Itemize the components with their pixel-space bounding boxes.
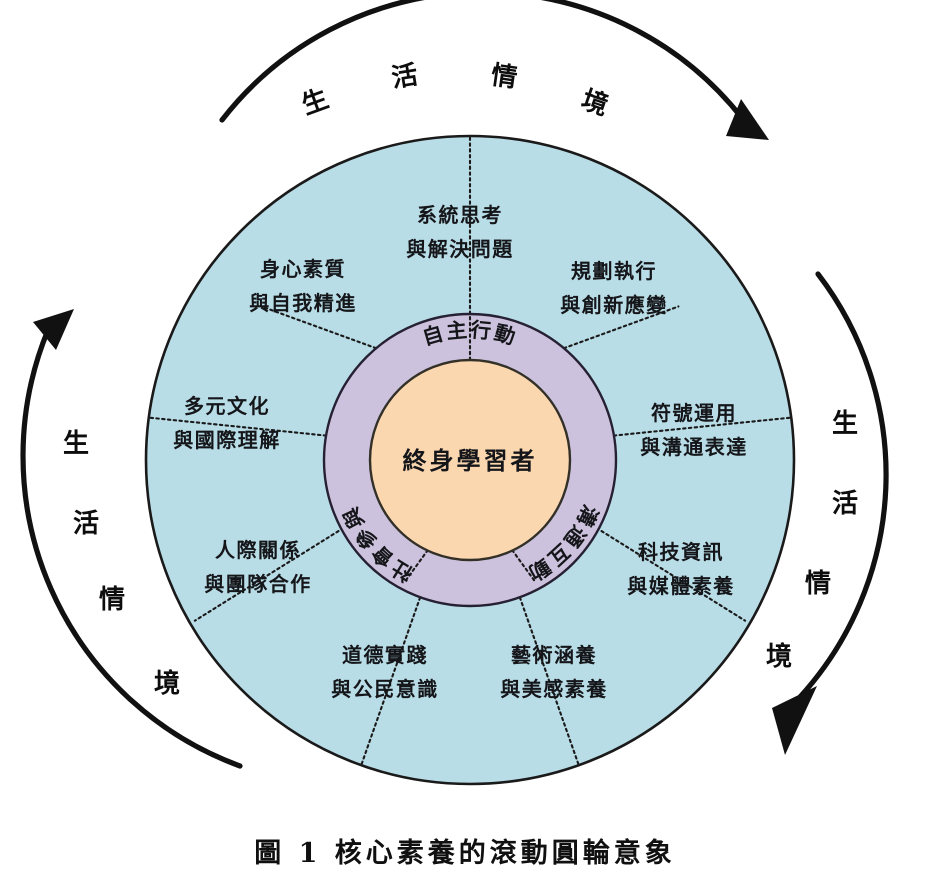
left-arc-char-2: 活 [73,509,99,539]
segment-label-planning-execution-line2: 與創新應變 [560,293,668,317]
left-arc-line [20,327,243,769]
top-arc-char-2: 活 [390,60,420,94]
left-arc-char-1: 生 [63,429,89,459]
segment-label-physical-mental-quality-line2: 與自我精進 [249,291,357,315]
segment-label-artistic-cultivation-line1: 藝術涵養 [511,643,597,667]
top-arc-char-1: 生 [298,84,333,121]
right-arc-char-2: 活 [832,489,858,519]
divider-5 [359,596,422,768]
segment-dividers [149,134,791,768]
middle-divider-right [511,549,537,583]
middle-divider-left [403,549,429,583]
left-arc-char-3: 情 [99,585,125,615]
segment-label-symbol-use-line2: 與溝通表達 [640,435,748,459]
divider-7 [149,416,328,437]
outer-ring-outline [144,134,796,786]
core-label-lifelong-learner: 終身學習者 [403,446,538,475]
segment-label-physical-mental-quality-line1: 身心素質 [260,257,346,281]
segment-label-systems-thinking-line2: 與解決問題 [406,237,514,261]
divider-3 [595,526,747,622]
right-arc-char-4: 境 [766,641,792,672]
left-arc-label-life-context: 生 活 情 境 [63,429,180,699]
top-arc-char-3: 情 [489,60,519,93]
divider-2 [612,416,791,437]
top-arc-label-life-context: 生 活 情 境 [298,60,612,122]
segment-label-moral-practice-line2: 與公民意識 [331,677,439,701]
left-arc-char-4: 境 [154,668,180,699]
right-arc-arrowhead [772,686,817,755]
divider-4 [518,596,581,768]
segment-label-planning-execution-line1: 規劃執行 [571,259,657,283]
figure-caption: 圖 1 核心素養的滾動圓輪意象 [254,838,676,869]
divider-8 [260,305,378,350]
segment-label-multiculturalism-line1: 多元文化 [184,394,270,418]
segment-label-tech-information-line2: 與媒體素養 [627,574,735,598]
right-arc-line [797,271,889,700]
divider-1 [562,305,680,350]
segment-label-systems-thinking-line1: 系統思考 [417,203,503,227]
core-circle-fill [368,358,572,562]
life-context-arrows: 生 活 情 境 生 活 情 境 生 活 情 境 [20,0,889,769]
right-arc-label-life-context: 生 活 情 境 [766,409,858,672]
segment-label-artistic-cultivation-line2: 與美感素養 [500,677,608,701]
segment-label-moral-practice-line1: 道德實踐 [342,643,428,667]
middle-ring-dividers [403,312,537,583]
right-arc-char-3: 情 [805,569,831,599]
segment-label-tech-information-line1: 科技資訊 [638,540,724,564]
top-arc-line [219,0,745,123]
segment-label-interpersonal-relations-line1: 人際關係 [215,538,301,562]
segment-label-multiculturalism-line2: 與國際理解 [173,428,281,452]
core-learner-circle: 終身學習者 [368,358,572,562]
outer-segment-labels: 系統思考 與解決問題 規劃執行 與創新應變 符號運用 與溝通表達 科技資訊 與媒… [173,203,748,701]
divider-6 [193,526,345,622]
right-arc-char-1: 生 [832,409,858,439]
segment-label-interpersonal-relations-line2: 與團隊合作 [204,572,312,596]
segment-label-symbol-use-line1: 符號運用 [651,401,737,425]
left-arc-arrowhead [33,309,74,350]
top-arc-char-4: 境 [577,84,612,122]
top-arc-arrowhead [726,99,769,140]
